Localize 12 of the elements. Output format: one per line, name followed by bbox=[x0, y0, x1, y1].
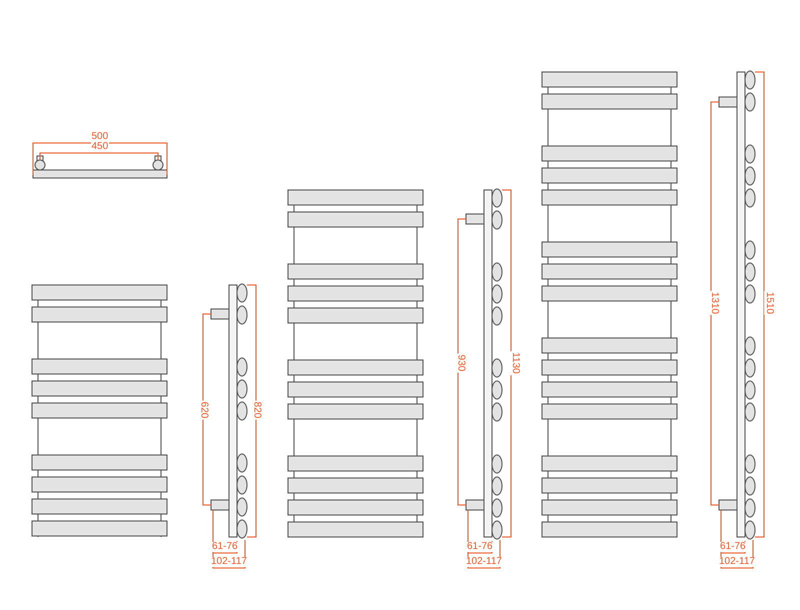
dimension-label: 102-117 bbox=[465, 557, 503, 567]
dimension-label: 61-76 bbox=[466, 542, 494, 552]
dimension-label: 450 bbox=[90, 142, 110, 152]
dimension-label: 102-117 bbox=[210, 557, 248, 567]
dimension-label: 61-76 bbox=[719, 542, 747, 552]
dimension-label: 500 bbox=[90, 132, 110, 142]
dimension-label: 102-117 bbox=[718, 557, 756, 567]
dimension-label: 930 bbox=[454, 354, 465, 372]
dimension-label: 1130 bbox=[510, 351, 520, 375]
dimension-label: 1310 bbox=[709, 290, 720, 316]
dimension-label: 61-76 bbox=[211, 542, 239, 552]
dimension-label: 1510 bbox=[764, 290, 774, 316]
